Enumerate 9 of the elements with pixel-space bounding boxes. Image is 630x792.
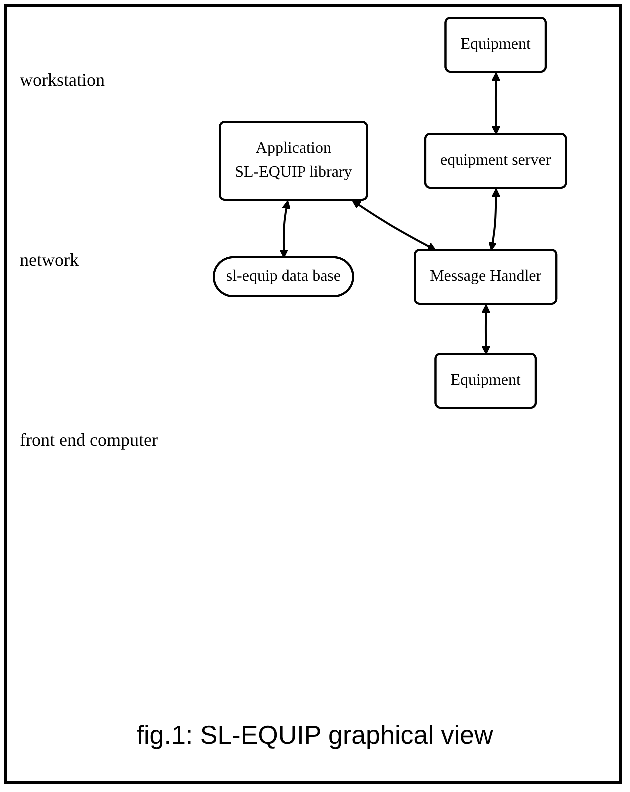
arrow (280, 200, 291, 258)
zone-label: front end computer (20, 430, 158, 451)
arrow (492, 72, 501, 135)
arrow (482, 304, 490, 355)
arrow (352, 200, 436, 251)
arrow (488, 188, 501, 251)
zone-label: workstation (20, 70, 105, 91)
zone-label: network (20, 250, 79, 271)
figure-caption: fig.1: SL-EQUIP graphical view (136, 720, 494, 751)
